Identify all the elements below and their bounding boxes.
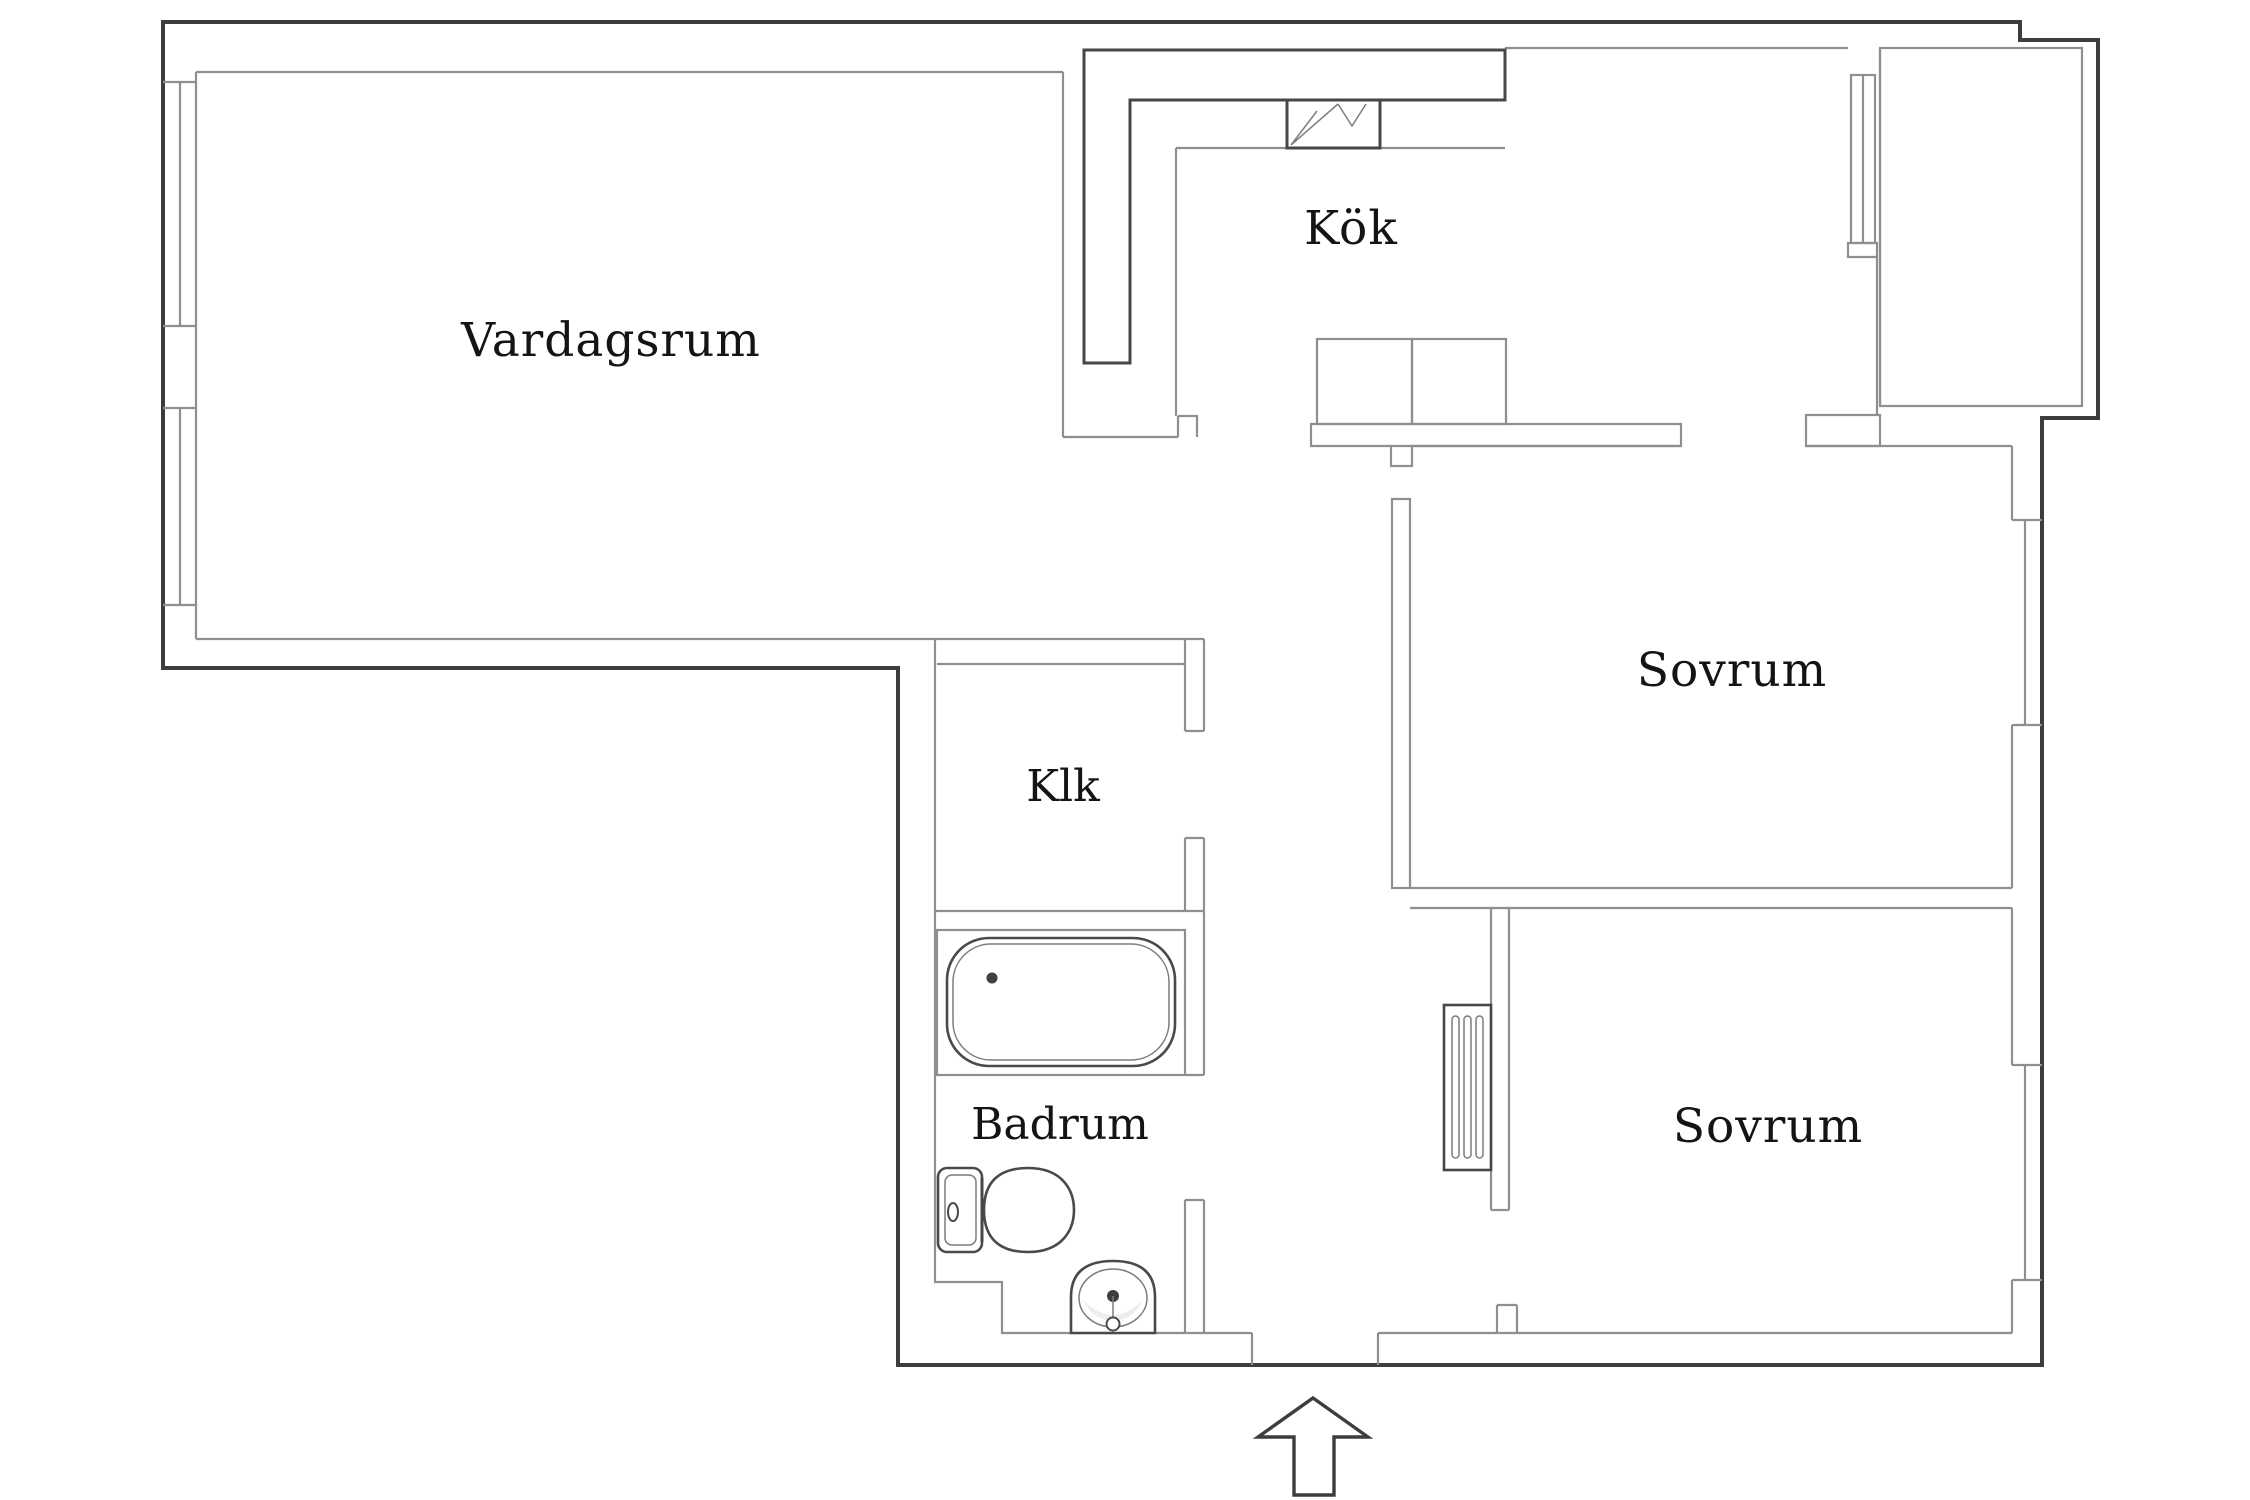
entrance-arrow-icon: [1252, 1395, 1374, 1497]
sink: [1069, 1259, 1157, 1335]
balcony-door: [1846, 73, 1879, 259]
klk-walls: [935, 639, 1206, 913]
room-label-vardagsrum: Vardagsrum: [460, 313, 761, 368]
stove: [1285, 98, 1382, 150]
outer-walls: [161, 20, 2100, 1367]
room-label-klk: Klk: [1026, 761, 1100, 812]
balcony: [1846, 46, 2084, 408]
kitchen-island: [1315, 337, 1508, 426]
window-sovrum-2: [2012, 1063, 2042, 1282]
vardagsrum-walls: [163, 70, 1204, 641]
kitchen-counter: [1082, 48, 1507, 365]
bathtub: [935, 928, 1187, 1077]
room-label-sovrum-1: Sovrum: [1637, 643, 1827, 698]
window-vardagsrum-2: [163, 406, 196, 607]
room-label-badrum: Badrum: [971, 1099, 1149, 1150]
kok-walls: [1063, 46, 1882, 468]
radiator: [1442, 1003, 1493, 1172]
window-vardagsrum-1: [163, 80, 196, 328]
bathtub-drain: [986, 972, 998, 984]
room-label-sovrum-2: Sovrum: [1673, 1099, 1863, 1154]
toilet: [936, 1166, 1076, 1254]
sovrum-2-walls: [1250, 908, 2042, 1365]
toilet-flush-button: [947, 1202, 959, 1222]
room-label-kok: Kök: [1304, 201, 1398, 256]
window-sovrum-1: [2012, 518, 2042, 727]
sovrum-1-walls: [1390, 444, 2042, 910]
